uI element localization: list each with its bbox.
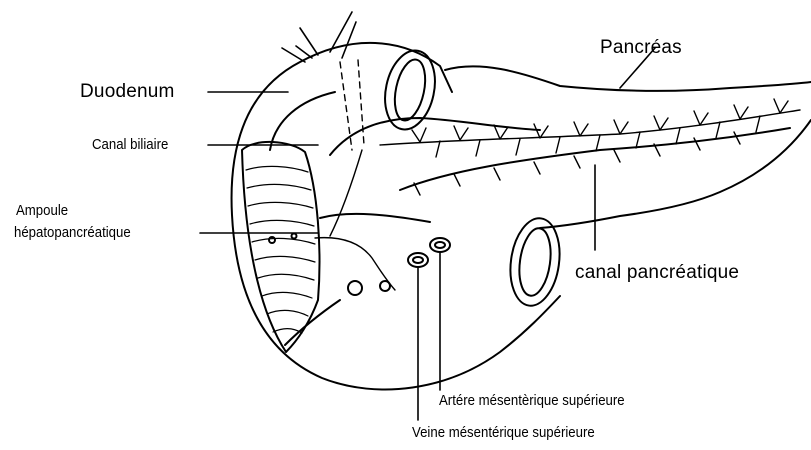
top-vessels: [282, 12, 356, 62]
bile-duct-dashed: [340, 60, 364, 150]
lower-vessel-ring: [505, 215, 565, 309]
duodenum-inner: [270, 92, 335, 150]
label-canal-biliaire: Canal biliaire: [92, 136, 168, 153]
label-ampoule-line1: Ampoule: [16, 202, 68, 219]
duodenum-cut-section: [242, 142, 319, 352]
label-duodenum: Duodenum: [80, 81, 175, 103]
leader-lines: [200, 48, 655, 420]
pancreas-outline: [320, 66, 811, 228]
label-canal-pancreatique: canal pancréatique: [575, 262, 739, 284]
mesenteric-vessels: [348, 238, 450, 295]
pancreatic-duct-branches: [380, 99, 800, 195]
label-pancreas: Pancréas: [600, 37, 682, 59]
label-ampoule-line2: hépatopancréatique: [14, 224, 131, 241]
label-artere: Artére mésentèrique supérieure: [439, 392, 625, 409]
label-veine: Veine mésentérique supérieure: [412, 424, 595, 441]
ampulla-lines: [315, 150, 395, 290]
